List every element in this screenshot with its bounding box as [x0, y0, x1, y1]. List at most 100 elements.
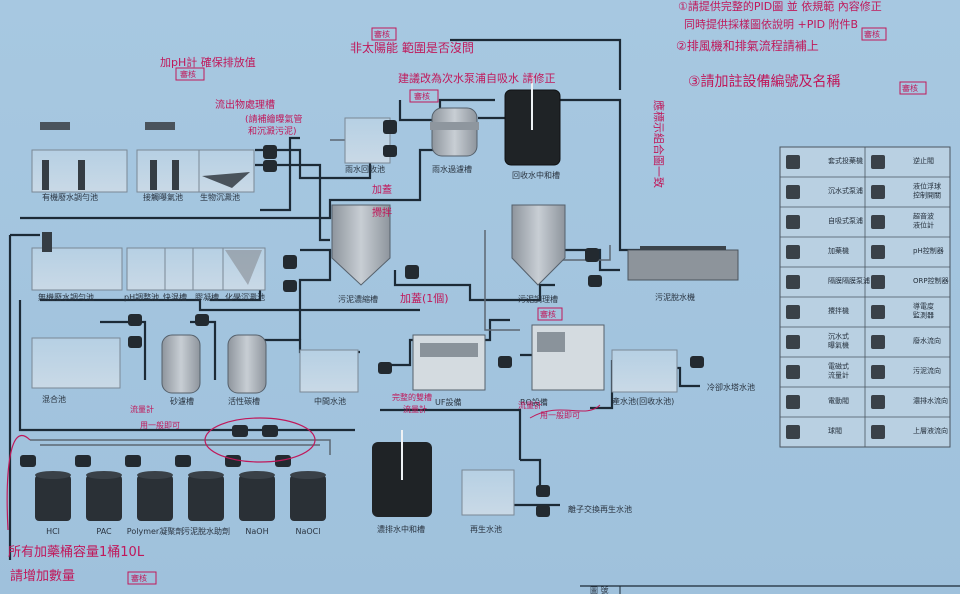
chemical-tank-label: Polymer凝聚劑 [127, 526, 183, 536]
chemical-tank-label: NaOH [245, 527, 268, 536]
unit-intermediate-pool: 中間水池 [299, 349, 359, 406]
legend-symbol-icon [786, 425, 800, 439]
unit-label-u11: 化學沉澱池 [225, 292, 265, 302]
legend-label: 球閥 [828, 426, 842, 435]
unit-label-u22: 冷卻水塔水池 [707, 382, 755, 392]
unit-label-u5: 雨水過濾槽 [432, 164, 472, 174]
unit-rain-filter: 雨水過濾槽 [430, 107, 479, 174]
legend-label: 曝氣機 [828, 341, 849, 350]
chemical-tank-label: 污泥脫水助劑 [182, 526, 230, 536]
note-7: (請補繪曝氣管 [245, 113, 303, 125]
legend-symbol-icon [786, 275, 800, 289]
unit-label-u4: 雨水回收池 [345, 164, 385, 174]
legend-label: 控制開關 [913, 191, 941, 200]
legend-label: 超音波 [913, 212, 934, 221]
unit-mix-pool: 混合池 [31, 337, 121, 404]
chemical-tank: Polymer凝聚劑 [127, 471, 183, 536]
note-5: 加pH計 確保排放值 [160, 55, 256, 69]
note-17: 完整的雙槽 [392, 392, 432, 402]
note-10: 建議改為次水泵浦自吸水 請修正 [398, 71, 556, 85]
legend-symbol-icon [786, 185, 800, 199]
stamp-4: 審核 [864, 29, 880, 39]
pipe-network-gray [30, 130, 611, 455]
unit-label-u3: 生物沉澱池 [200, 192, 240, 202]
unit-label-u8: pH調整池 [124, 292, 159, 302]
unit-rapid-mix: 快混槽 [163, 247, 194, 302]
legend-symbol-icon [786, 305, 800, 319]
unit-label-u15: 混合池 [42, 394, 66, 404]
legend-label: 沉水式泵浦 [828, 186, 863, 195]
legend-label: 自吸式泵浦 [828, 216, 863, 225]
legend-symbol-icon [786, 395, 800, 409]
title-block-label: 圖 號 [590, 585, 609, 594]
unit-flocculation: 膠凝槽 [192, 247, 224, 302]
unit-label-u14: 污泥脫水機 [655, 292, 695, 302]
legend-label: 隔膜隔膜泵浦 [828, 276, 870, 285]
legend-symbol-icon [871, 395, 885, 409]
legend-label: 沉水式 [828, 332, 849, 341]
note-20: 用一般即可 [540, 410, 580, 420]
note-15: 流量計 [130, 404, 154, 414]
legend-symbol-icon [871, 335, 885, 349]
legend-label: 液位計 [913, 221, 934, 230]
unit-label-u17: 活性碳槽 [228, 396, 260, 406]
unit-chemical-sedimentation: 化學沉澱池 [222, 247, 266, 302]
unit-ph-adjust: pH調整池 [124, 247, 166, 302]
stamp-6: 審核 [540, 309, 556, 319]
unit-label-u1: 有機廢水調勻池 [42, 192, 98, 202]
unit-label-u24: 再生水池 [470, 524, 502, 534]
title-block: 圖 號 [580, 585, 960, 594]
legend-symbol-icon [871, 245, 885, 259]
legend-label: 上層液流向 [913, 426, 948, 435]
legend-symbol-icon [871, 215, 885, 229]
note-2: 同時提供採樣圖依說明 +PID 附件B [684, 17, 858, 31]
legend-symbol-icon [786, 245, 800, 259]
unit-sludge-conditioning: 污泥調理槽 [511, 204, 566, 304]
note-18: 所有加藥桶容量1桶10L [8, 544, 145, 560]
legend-symbol-icon [871, 275, 885, 289]
chemical-tank: NaOH [239, 471, 275, 536]
annotation-layer: ①請提供完整的PID圖 並 依規範 內容修正 同時提供採樣圖依說明 +PID 附… [6, 0, 927, 585]
legend-symbol-icon [786, 365, 800, 379]
unit-label-u19: UF設備 [435, 397, 461, 407]
unit-contact-aeration: 接觸曝氣池 [136, 122, 200, 202]
unit-uf: UF設備 [412, 334, 486, 407]
unit-label-u10: 膠凝槽 [195, 292, 219, 302]
unit-label-u9: 快混槽 [163, 292, 187, 302]
note-1: ①請提供完整的PID圖 並 依規範 內容修正 [678, 0, 882, 13]
legend-symbol-icon [786, 335, 800, 349]
unit-label-u16: 砂濾槽 [170, 396, 194, 406]
stamp-7: 審核 [131, 573, 147, 583]
legend-label: 加藥機 [828, 246, 849, 255]
unit-label-u2: 接觸曝氣池 [143, 192, 183, 202]
legend-label: 污泥流向 [913, 366, 941, 375]
note-21: 流量計 [518, 400, 542, 410]
note-4: ③請加註設備編號及名稱 [688, 74, 841, 90]
pump-icons [20, 120, 704, 517]
stamp-5: 審核 [902, 83, 918, 93]
unit-regen-pool: 再生水池 [461, 469, 515, 534]
unit-inorganic-equalization: 無機廢水調勻池 [31, 232, 123, 302]
note-22: 流量計 [403, 404, 427, 414]
chemical-tank-label: HCl [46, 527, 60, 536]
unit-label-u18: 中間水池 [314, 396, 346, 406]
legend-label: 監測器 [913, 311, 934, 320]
note-11: 應標示組合圖一致 [652, 100, 666, 188]
legend-label: pH控制器 [913, 246, 944, 255]
unit-rain-recovery: 雨水回收池 [344, 117, 391, 174]
chemical-tank-label: NaOCl [296, 527, 321, 536]
note-12: 加蓋 [372, 184, 392, 196]
note-6: 流出物處理槽 [215, 98, 275, 111]
legend-label: 廢水流向 [913, 336, 941, 345]
legend-symbol-icon [786, 215, 800, 229]
chemical-tank: PAC [86, 471, 122, 536]
unit-ro: RO設備 [520, 324, 605, 407]
stamp-1: 審核 [374, 29, 390, 39]
unit-label-u6: 回收水中和槽 [512, 170, 560, 180]
legend-symbol-icon [871, 425, 885, 439]
unit-sludge-dewatering: 污泥脫水機 [627, 246, 739, 302]
note-13: 攪拌 [372, 206, 392, 219]
